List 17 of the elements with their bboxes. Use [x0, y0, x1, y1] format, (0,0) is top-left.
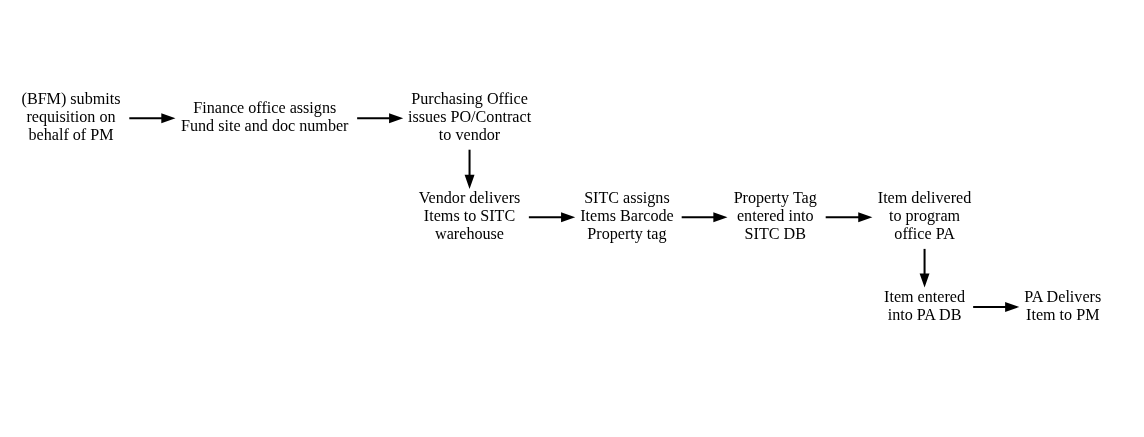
- arrow: [973, 301, 1020, 312]
- node-text: (BFM) submits requisition on behalf of PM: [21, 89, 121, 143]
- arrow: [129, 112, 176, 123]
- node-text: Vendor delivers Items to SITC warehouse: [418, 188, 521, 242]
- node-text: SITC assigns Items Barcode Property tag: [580, 188, 674, 242]
- arrow: [681, 211, 728, 222]
- node-text: Finance office assigns Fund site and doc number: [180, 98, 349, 134]
- arrow: [464, 149, 475, 189]
- arrow: [357, 112, 404, 123]
- node-text: Property Tag entered into SITC DB: [733, 188, 817, 242]
- node-text: Purchasing Office issues PO/Contract to vendor: [407, 89, 532, 143]
- node-text: Item entered into PA DB: [884, 287, 966, 323]
- node-text: Item delivered to program office PA: [877, 188, 972, 242]
- arrow: [919, 248, 930, 288]
- arrow: [528, 211, 576, 222]
- node-text: PA Delivers Item to PM: [1024, 287, 1102, 323]
- arrow: [825, 211, 873, 222]
